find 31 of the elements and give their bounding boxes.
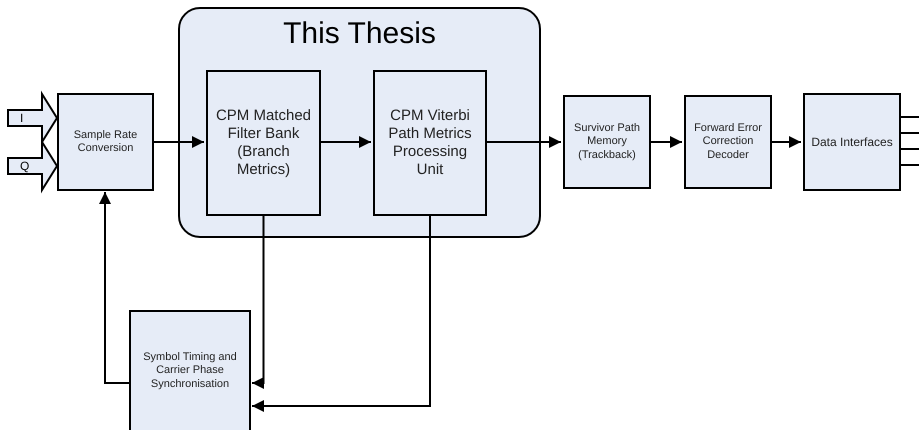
output-line bbox=[901, 164, 919, 166]
group-panel bbox=[178, 7, 541, 238]
output-line bbox=[901, 132, 919, 134]
box-label: CPM Matched Filter Bank (Branch Metrics) bbox=[214, 107, 312, 179]
output-line bbox=[901, 148, 919, 150]
box-label: Forward Error Correction Decoder bbox=[693, 122, 763, 162]
process-box bbox=[57, 93, 154, 191]
arrow bbox=[154, 136, 204, 148]
process-box bbox=[129, 310, 251, 430]
box-label: Data Interfaces bbox=[810, 134, 894, 150]
arrow bbox=[772, 136, 801, 148]
box-label: Survivor Path Memory (Trackback) bbox=[572, 122, 642, 162]
process-box bbox=[373, 70, 487, 216]
process-box bbox=[206, 70, 321, 216]
process-box bbox=[803, 93, 901, 191]
process-box bbox=[684, 95, 772, 189]
input-block-arrow bbox=[7, 138, 58, 194]
box-label: CPM Viterbi Path Metrics Processing Unit bbox=[387, 107, 473, 179]
box-label: Sample Rate Conversion bbox=[72, 128, 138, 156]
group-title: This Thesis bbox=[283, 17, 436, 51]
process-box bbox=[563, 95, 651, 189]
arrow bbox=[252, 216, 431, 412]
output-line bbox=[901, 116, 919, 118]
box-label: Symbol Timing and Carrier Phase Synchronisation bbox=[142, 351, 238, 391]
arrow bbox=[321, 136, 371, 148]
arrow bbox=[252, 216, 264, 389]
arrow bbox=[487, 136, 561, 148]
signal-label: Q bbox=[20, 159, 30, 173]
arrow bbox=[99, 192, 129, 384]
arrow bbox=[651, 136, 682, 148]
signal-label: I bbox=[20, 111, 24, 125]
